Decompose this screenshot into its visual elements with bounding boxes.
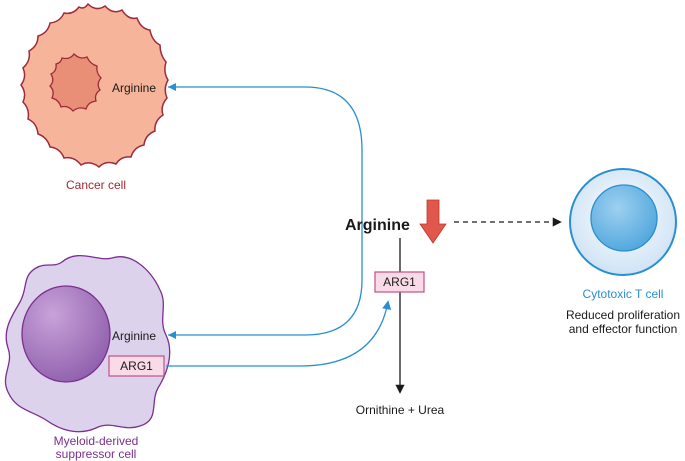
mdsc-arg1-label: ARG1 — [120, 359, 153, 373]
central-arginine-label: Arginine — [345, 217, 410, 234]
center-arg1-box — [374, 271, 425, 293]
mdsc-cell: Arginine ARG1 Myeloid-derived suppressor… — [4, 254, 171, 461]
center-arg1-label: ARG1 — [383, 275, 416, 289]
cancer-cell-label: Cancer cell — [66, 178, 126, 192]
mdsc-arg1-box — [108, 355, 165, 377]
products-label: Ornithine + Urea — [356, 403, 445, 417]
arginine-uptake-connector — [168, 86, 363, 336]
cancer-cell-nucleus — [49, 52, 102, 112]
arginine-uptake-arrowhead-mdsc — [168, 331, 176, 339]
mdsc-label-line2: suppressor cell — [56, 447, 137, 461]
arg1-secretion-connector — [166, 300, 392, 367]
t-cell-nucleus — [590, 184, 658, 252]
arginine-decrease-arrow — [419, 199, 447, 244]
cytotoxic-t-cell: Cytotoxic T cell Reduced proliferation a… — [566, 168, 680, 336]
cancer-cell: Arginine Cancer cell — [20, 2, 169, 192]
arginine-uptake-arrowhead-cancer — [168, 83, 176, 91]
t-cell-effect-line2: and effector function — [569, 322, 678, 336]
mdsc-arginine-label: Arginine — [112, 329, 156, 343]
cancer-cell-arginine-label: Arginine — [112, 81, 156, 95]
central-pathway: Arginine ARG1 Ornithine + Urea — [345, 199, 447, 417]
t-cell-effect-line1: Reduced proliferation — [566, 308, 680, 322]
t-cell-label: Cytotoxic T cell — [583, 287, 664, 301]
mdsc-cell-nucleus — [21, 285, 111, 383]
mdsc-label-line1: Myeloid-derived — [54, 434, 139, 448]
